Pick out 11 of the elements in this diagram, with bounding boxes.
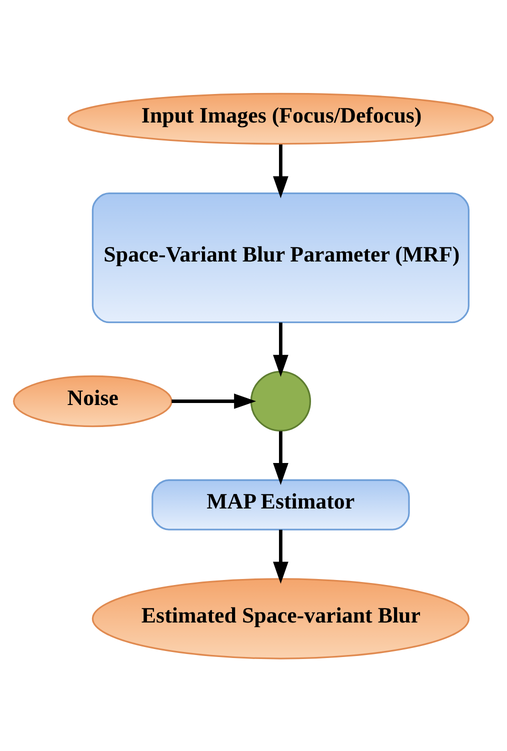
node-ellipse: Input Images (Focus/Defocus) (68, 92, 494, 144)
node-ellipse: Estimated Space-variant Blur (92, 578, 470, 659)
arrow (273, 144, 288, 198)
node-ellipse: Noise (12, 374, 172, 427)
arrow (172, 393, 256, 408)
node-box: MAP Estimator (152, 478, 410, 530)
arrow (273, 430, 288, 485)
node-box: Space-Variant Blur Parameter (MRF) (92, 192, 470, 323)
node-circle (250, 370, 312, 432)
arrow (273, 529, 288, 584)
arrow (273, 322, 288, 376)
